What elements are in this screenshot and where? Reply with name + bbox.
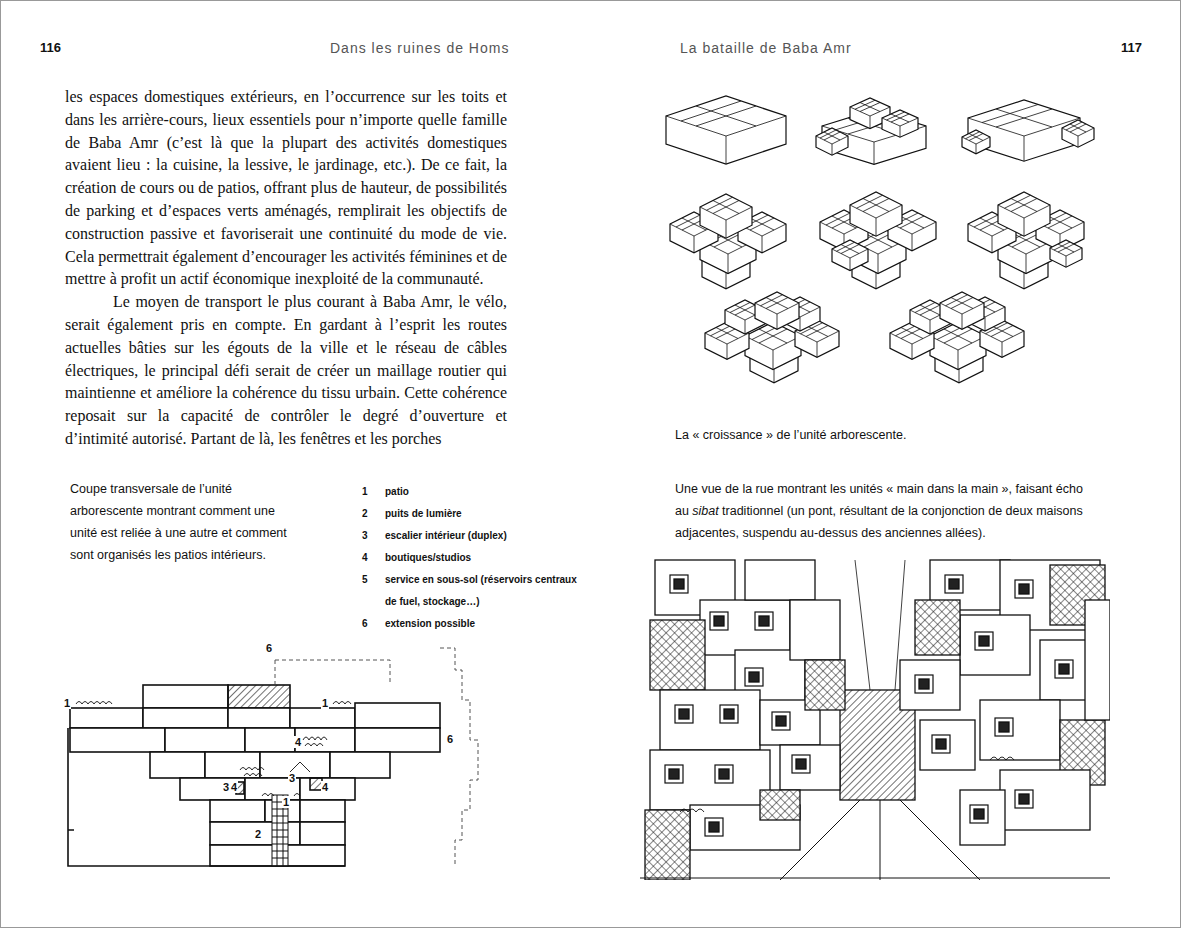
- caption-text: traditionnel (un pont, résultant de la c…: [675, 504, 1083, 540]
- figure-caption: Une vue de la rue montrant les unités « …: [675, 478, 1145, 544]
- key-number: 6: [362, 613, 368, 635]
- callout-number: 4: [321, 781, 329, 793]
- callout-number: 2: [254, 828, 262, 840]
- street-view-drawing: [640, 560, 1110, 880]
- key-text: boutiques/studios: [385, 547, 580, 569]
- callout-number: 6: [265, 642, 273, 654]
- callout-number: 1: [282, 796, 290, 808]
- callout-number: 4: [230, 781, 238, 793]
- cross-section-drawing: [68, 648, 478, 866]
- body-paragraph: les espaces domestiques extérieurs, en l…: [65, 86, 507, 291]
- key-text: service en sous-sol (réservoirs centraux…: [385, 569, 580, 613]
- callout-number: 1: [321, 697, 329, 709]
- key-text: extension possible: [385, 613, 580, 635]
- callout-number: 1: [63, 697, 71, 709]
- page-number: 117: [1121, 40, 1142, 55]
- key-text: puits de lumière: [385, 503, 580, 525]
- caption-term: sibat: [692, 504, 718, 518]
- key-number: 1: [362, 481, 368, 503]
- text-column: les espaces domestiques extérieurs, en l…: [65, 86, 507, 451]
- figure-caption: La « croissance » de l’unité arborescent…: [675, 424, 1115, 446]
- callout-number: 4: [294, 736, 302, 748]
- body-paragraph: Le moyen de transport le plus courant à …: [65, 291, 507, 451]
- key-text: escalier intérieur (duplex): [385, 525, 580, 547]
- key-number: 4: [362, 547, 368, 569]
- callout-number: 6: [446, 733, 454, 745]
- figure-caption: Coupe transversale de l’unité arborescen…: [70, 478, 298, 566]
- key-number: 5: [362, 569, 368, 591]
- key-number: 2: [362, 503, 368, 525]
- key-text: patio: [385, 481, 580, 503]
- growth-sketches: [666, 96, 1094, 383]
- running-head: Dans les ruines de Homs: [330, 40, 509, 56]
- running-head: La bataille de Baba Amr: [680, 40, 852, 56]
- callout-number: 3: [288, 772, 296, 784]
- callout-number: 3: [222, 781, 230, 793]
- key-number: 3: [362, 525, 368, 547]
- page-number: 116: [40, 40, 61, 55]
